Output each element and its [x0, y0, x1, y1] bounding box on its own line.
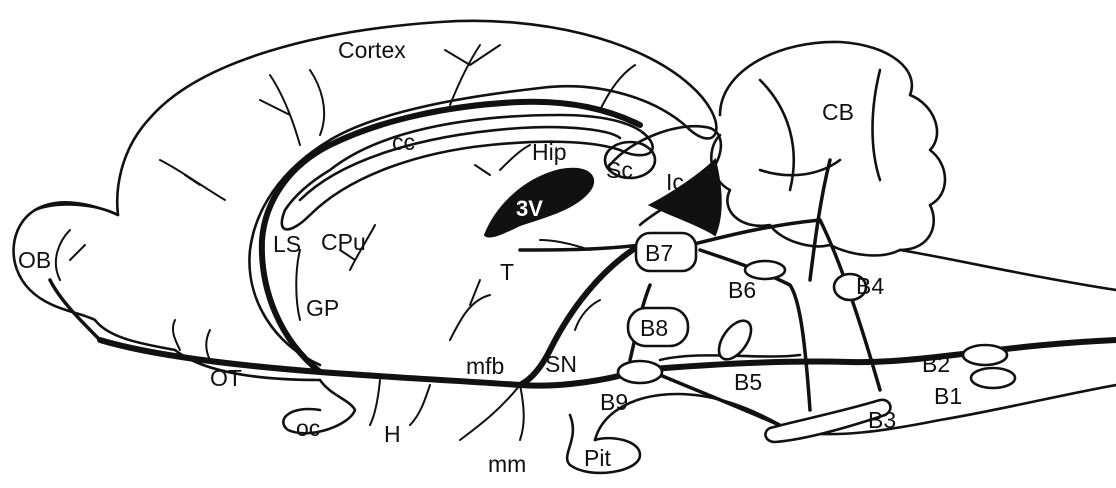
label-pit: Pit	[584, 445, 611, 471]
label-mm: mm	[488, 451, 526, 477]
label-b7: B7	[645, 240, 673, 266]
label-b2: B2	[922, 351, 950, 377]
b1-nucleus	[971, 368, 1015, 388]
label-cpu: CPu	[321, 229, 366, 255]
aqueduct-shape	[650, 160, 721, 235]
label-b6: B6	[728, 277, 756, 303]
label-ob: OB	[18, 247, 51, 273]
label-sn: SN	[545, 351, 577, 377]
label-cb: CB	[822, 99, 854, 125]
label-b8: B8	[640, 315, 668, 341]
label-h: H	[384, 421, 401, 447]
b9-nucleus	[618, 361, 662, 383]
b7-descending-fiber	[520, 245, 640, 385]
label-cortex: Cortex	[338, 37, 406, 63]
label-ot: OT	[210, 365, 242, 391]
label-b3: B3	[868, 407, 896, 433]
label-b9: B9	[600, 389, 628, 415]
brainstem-dorsal-outline	[900, 250, 1116, 290]
label-b5: B5	[734, 369, 762, 395]
olfactory-fiber	[50, 280, 100, 340]
ob-branches	[56, 230, 85, 280]
cerebellum-folia	[760, 70, 880, 190]
label-mfb: mfb	[466, 353, 504, 379]
t-branches	[450, 240, 590, 340]
label-cc: cc	[392, 129, 415, 155]
hippocampus-branches	[475, 145, 530, 175]
label-b4: B4	[856, 273, 884, 299]
label-3v: 3V	[516, 196, 543, 221]
label-hip: Hip	[532, 139, 567, 165]
label-gp: GP	[306, 295, 339, 321]
label-t: T	[500, 259, 514, 285]
label-b1: B1	[934, 383, 962, 409]
label-ic: Ic	[666, 169, 684, 195]
label-oc: oc	[296, 415, 320, 441]
b3-fiber	[660, 375, 790, 430]
b2-nucleus	[963, 345, 1007, 365]
label-ls: LS	[273, 231, 301, 257]
label-sc: Sc	[606, 157, 633, 183]
cerebellum-outline	[711, 42, 945, 256]
